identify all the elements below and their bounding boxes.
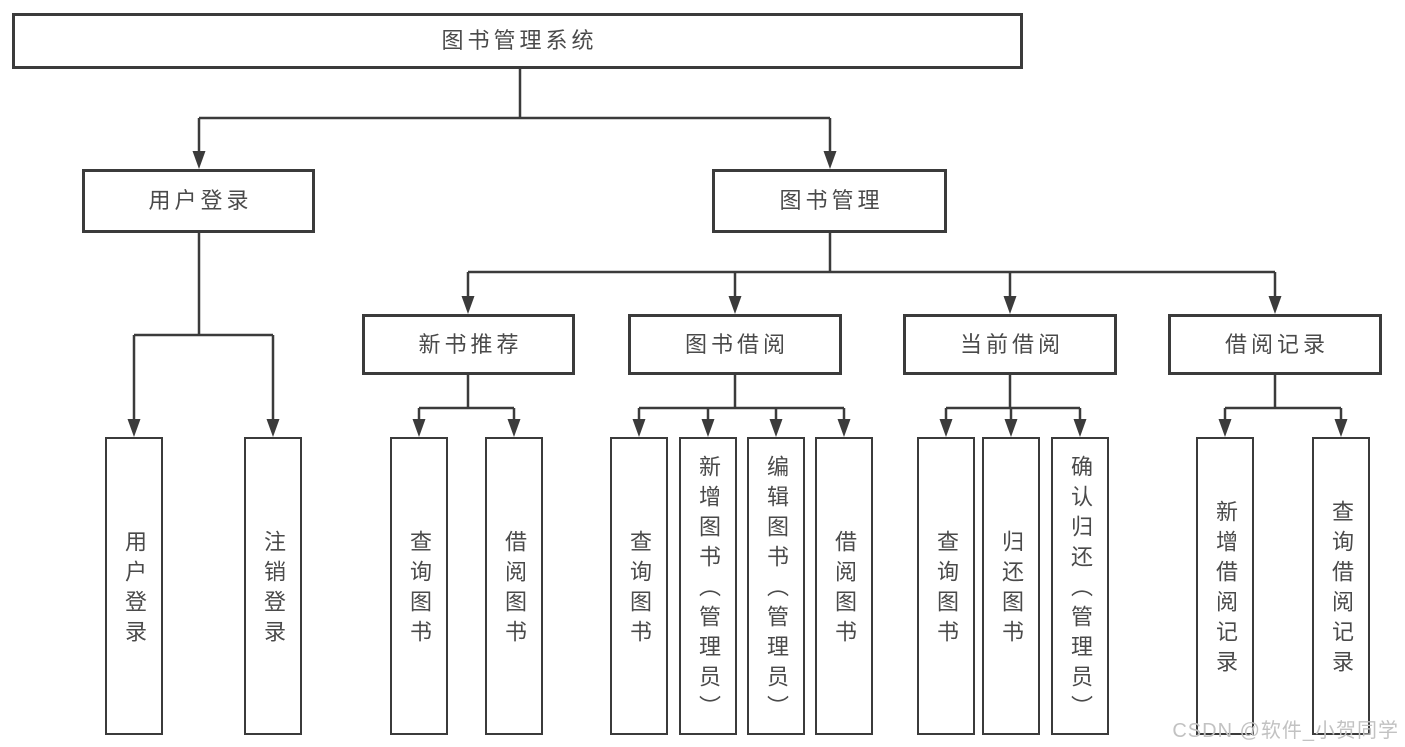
node-leaf-query-books-recommend: 查询图书	[390, 437, 448, 735]
node-label: 图书管理	[779, 188, 884, 213]
node-label: 新增借阅记录	[1213, 500, 1238, 680]
node-label: 确认归还（管理员）	[1068, 455, 1093, 725]
node-leaf-return-books: 归还图书	[982, 437, 1040, 735]
node-label: 借阅图书	[832, 530, 857, 650]
node-leaf-user-login: 用户登录	[105, 437, 163, 735]
node-leaf-query-books-current: 查询图书	[917, 437, 975, 735]
node-label: 图书借阅	[684, 331, 789, 357]
node-leaf-logout: 注销登录	[244, 437, 302, 735]
node-leaf-borrow-books: 借阅图书	[815, 437, 873, 735]
node-label: 查询图书	[627, 530, 652, 650]
node-current-borrowing: 当前借阅	[903, 314, 1117, 375]
node-leaf-borrow-books-recommend: 借阅图书	[485, 437, 543, 735]
node-label: 查询图书	[407, 530, 432, 650]
node-label: 编辑图书（管理员）	[764, 455, 789, 725]
node-new-book-recommend: 新书推荐	[362, 314, 575, 375]
node-label: 归还图书	[999, 530, 1024, 650]
node-leaf-confirm-return-admin: 确认归还（管理员）	[1051, 437, 1109, 735]
node-user-login: 用户登录	[82, 169, 315, 233]
node-leaf-add-books-admin: 新增图书（管理员）	[679, 437, 737, 735]
node-label: 借阅图书	[502, 530, 527, 650]
node-label: 借阅记录	[1224, 331, 1329, 357]
csdn-watermark: CSDN @软件_小贺同学	[1172, 720, 1399, 742]
node-label: 查询借阅记录	[1329, 500, 1354, 680]
node-label: 查询图书	[934, 530, 959, 650]
node-label: 图书管理系统	[441, 28, 598, 53]
node-leaf-query-books-borrowing: 查询图书	[610, 437, 668, 735]
node-label: 新书推荐	[418, 331, 523, 357]
node-leaf-add-borrow-record: 新增借阅记录	[1196, 437, 1254, 735]
node-leaf-query-borrow-record: 查询借阅记录	[1312, 437, 1370, 735]
node-label: 用户登录	[122, 530, 147, 650]
node-book-borrowing: 图书借阅	[628, 314, 842, 375]
node-label: 用户登录	[148, 188, 253, 213]
node-library-management-system: 图书管理系统	[12, 13, 1023, 69]
node-leaf-edit-books-admin: 编辑图书（管理员）	[747, 437, 805, 735]
node-borrowing-records: 借阅记录	[1168, 314, 1382, 375]
node-label: 当前借阅	[959, 331, 1064, 357]
node-book-management: 图书管理	[712, 169, 947, 233]
node-label: 注销登录	[261, 530, 286, 650]
node-label: 新增图书（管理员）	[696, 455, 721, 725]
